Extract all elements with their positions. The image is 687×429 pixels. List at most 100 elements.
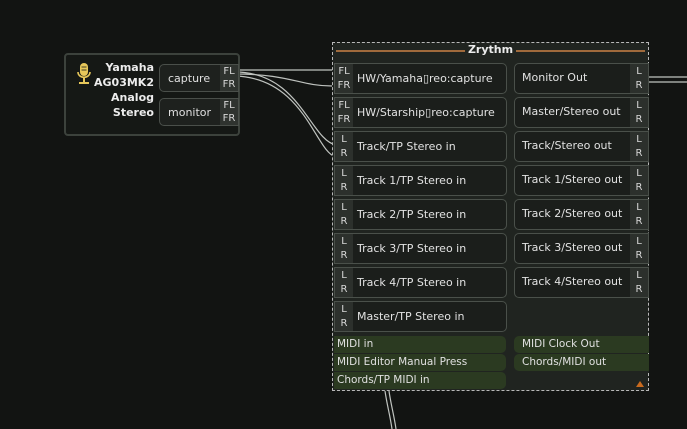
channel-r[interactable]: R xyxy=(635,216,643,228)
channel-r[interactable]: R xyxy=(340,182,348,194)
port-label: Track 3/TP Stereo in xyxy=(357,242,467,255)
input-port-track2-tp[interactable]: L R Track 2/TP Stereo in xyxy=(334,199,507,230)
port-label: Track 3/Stereo out xyxy=(522,241,623,254)
output-port-track1-stereo[interactable]: Track 1/Stereo out L R xyxy=(514,165,649,196)
channel-r[interactable]: R xyxy=(340,318,348,330)
channel-r[interactable]: R xyxy=(635,250,643,262)
channel-l[interactable]: L xyxy=(341,133,347,145)
channel-r[interactable]: R xyxy=(635,182,643,194)
channel-strip: L R xyxy=(335,302,353,331)
output-port-track-stereo[interactable]: Track/Stereo out L R xyxy=(514,131,649,162)
channel-strip: L R xyxy=(630,166,648,195)
port-label: Track/TP Stereo in xyxy=(357,140,456,153)
channel-fl[interactable]: FL xyxy=(338,65,350,77)
port-label: HW/Yamaha▯reo:capture xyxy=(357,72,493,85)
channel-strip: L R xyxy=(630,200,648,229)
resize-grip-icon[interactable] xyxy=(636,381,644,387)
zrythm-node[interactable]: Zrythm FL FR HW/Yamaha▯reo:capture FL FR… xyxy=(332,42,649,391)
port-label: Chords/TP MIDI in xyxy=(337,374,430,386)
channel-l[interactable]: L xyxy=(341,303,347,315)
channel-l[interactable]: L xyxy=(636,167,642,179)
channel-l[interactable]: L xyxy=(636,99,642,111)
port-label: Track/Stereo out xyxy=(522,139,612,152)
channel-fr[interactable]: FR xyxy=(337,80,351,92)
channel-l[interactable]: L xyxy=(341,269,347,281)
channel-fr[interactable]: FR xyxy=(222,79,236,90)
source-node-yamaha[interactable]: Yamaha AG03MK2 Analog Stereo capture FL … xyxy=(64,53,240,136)
port-label: Track 1/TP Stereo in xyxy=(357,174,467,187)
channel-fr[interactable]: FR xyxy=(337,114,351,126)
output-port-track4-stereo[interactable]: Track 4/Stereo out L R xyxy=(514,267,649,298)
channel-r[interactable]: R xyxy=(635,284,643,296)
channel-fl[interactable]: FL xyxy=(223,66,235,77)
input-port-track-tp[interactable]: L R Track/TP Stereo in xyxy=(334,131,507,162)
channel-strip: L R xyxy=(335,268,353,297)
port-label: Chords/MIDI out xyxy=(522,356,607,368)
port-label: HW/Starship▯reo:capture xyxy=(357,106,495,119)
port-label: Monitor Out xyxy=(522,71,588,84)
channel-r[interactable]: R xyxy=(635,114,643,126)
input-port-hw-yamaha[interactable]: FL FR HW/Yamaha▯reo:capture xyxy=(334,63,507,94)
port-label: MIDI Editor Manual Press xyxy=(337,356,468,368)
port-label: Master/Stereo out xyxy=(522,105,621,118)
channel-l[interactable]: L xyxy=(636,133,642,145)
channel-l[interactable]: L xyxy=(636,269,642,281)
channel-strip: FL FR xyxy=(335,64,353,93)
channel-strip: L R xyxy=(335,234,353,263)
channel-l[interactable]: L xyxy=(341,167,347,179)
channel-strip: FL FR xyxy=(220,65,238,91)
port-label: Track 2/Stereo out xyxy=(522,207,623,220)
midi-input-port-editor-manual-press[interactable]: MIDI Editor Manual Press xyxy=(334,354,506,371)
channel-l[interactable]: L xyxy=(341,235,347,247)
channel-fl[interactable]: FL xyxy=(338,99,350,111)
channel-strip: L R xyxy=(630,268,648,297)
channel-l[interactable]: L xyxy=(341,201,347,213)
channel-l[interactable]: L xyxy=(636,201,642,213)
port-label: Track 4/Stereo out xyxy=(522,275,623,288)
microphone-icon xyxy=(77,63,91,84)
channel-r[interactable]: R xyxy=(635,148,643,160)
channel-strip: L R xyxy=(630,64,648,93)
channel-strip: L R xyxy=(335,132,353,161)
midi-input-port-midi-in[interactable]: MIDI in xyxy=(334,336,506,353)
input-port-track3-tp[interactable]: L R Track 3/TP Stereo in xyxy=(334,233,507,264)
output-port-track3-stereo[interactable]: Track 3/Stereo out L R xyxy=(514,233,649,264)
channel-r[interactable]: R xyxy=(340,250,348,262)
channel-strip: FL FR xyxy=(335,98,353,127)
port-label: capture xyxy=(168,72,211,85)
port-capture[interactable]: capture FL FR xyxy=(159,64,239,92)
port-monitor[interactable]: monitor FL FR xyxy=(159,98,239,126)
channel-r[interactable]: R xyxy=(340,284,348,296)
channel-fl[interactable]: FL xyxy=(223,100,235,111)
channel-strip: L R xyxy=(630,132,648,161)
port-label: MIDI Clock Out xyxy=(522,338,600,350)
output-port-track2-stereo[interactable]: Track 2/Stereo out L R xyxy=(514,199,649,230)
port-label: monitor xyxy=(168,106,212,119)
input-port-hw-starship[interactable]: FL FR HW/Starship▯reo:capture xyxy=(334,97,507,128)
channel-r[interactable]: R xyxy=(340,216,348,228)
channel-r[interactable]: R xyxy=(635,80,643,92)
node-title: Zrythm xyxy=(333,43,648,57)
input-port-track4-tp[interactable]: L R Track 4/TP Stereo in xyxy=(334,267,507,298)
port-label: MIDI in xyxy=(337,338,374,350)
midi-output-port-chords-midi-out[interactable]: Chords/MIDI out xyxy=(514,354,649,371)
channel-strip: L R xyxy=(335,166,353,195)
channel-strip: L R xyxy=(630,98,648,127)
input-port-track1-tp[interactable]: L R Track 1/TP Stereo in xyxy=(334,165,507,196)
output-port-monitor-out[interactable]: Monitor Out L R xyxy=(514,63,649,94)
output-port-master-stereo[interactable]: Master/Stereo out L R xyxy=(514,97,649,128)
channel-l[interactable]: L xyxy=(636,65,642,77)
midi-output-port-clock-out[interactable]: MIDI Clock Out xyxy=(514,336,649,353)
midi-input-port-chords-tp[interactable]: Chords/TP MIDI in xyxy=(334,372,506,389)
channel-strip: L R xyxy=(335,200,353,229)
channel-r[interactable]: R xyxy=(340,148,348,160)
channel-strip: FL FR xyxy=(220,99,238,125)
input-port-master-tp[interactable]: L R Master/TP Stereo in xyxy=(334,301,507,332)
port-label: Track 4/TP Stereo in xyxy=(357,276,467,289)
port-label: Master/TP Stereo in xyxy=(357,310,465,323)
port-label: Track 2/TP Stereo in xyxy=(357,208,467,221)
source-node-name: Yamaha AG03MK2 Analog Stereo xyxy=(94,61,154,119)
channel-fr[interactable]: FR xyxy=(222,113,236,124)
channel-l[interactable]: L xyxy=(636,235,642,247)
